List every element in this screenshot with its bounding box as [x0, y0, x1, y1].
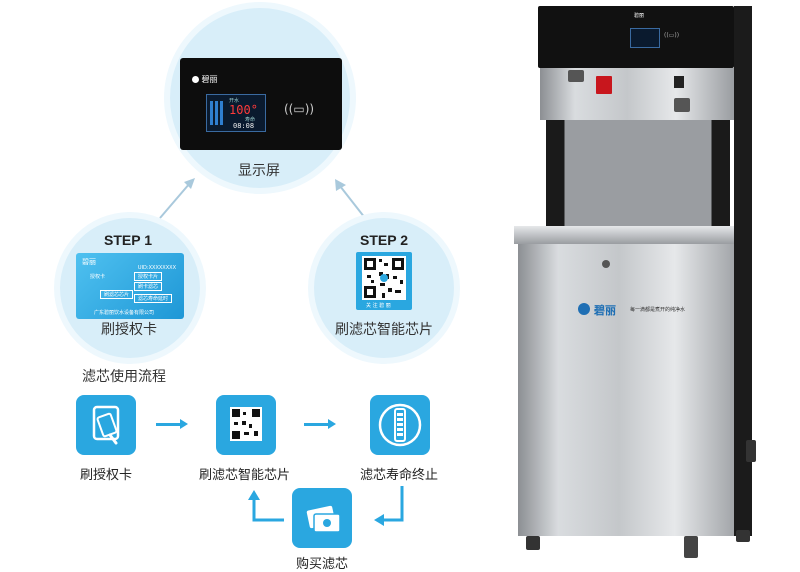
- nfc-icon: ((▭)): [284, 102, 315, 116]
- flow-arrow-1: [156, 419, 188, 429]
- flow-heading: 滤芯使用流程: [82, 369, 166, 385]
- qr-chip-icon: [230, 407, 262, 441]
- card-box-3: 刷滤芯芯片: [100, 290, 134, 299]
- step1-label: 刷授权卡: [101, 322, 157, 338]
- machine-cabinet: 碧丽 每一滴都是煮开的纯净水: [518, 244, 742, 536]
- card-brand: 碧丽: [82, 258, 96, 266]
- machine-foot-right: [736, 530, 750, 542]
- lcd-screen: 开水 100° 寿命 08:08: [206, 94, 266, 132]
- left-tap[interactable]: [568, 70, 584, 82]
- machine-head: 碧丽 ((▭)): [538, 6, 734, 68]
- drain-valve[interactable]: [746, 440, 756, 462]
- cabinet-brand-icon: [578, 303, 590, 315]
- display-panel: 碧丽 开水 100° 寿命 08:08 ((▭)): [180, 58, 342, 150]
- head-brand: 碧丽: [634, 13, 645, 19]
- step2-title: STEP 2: [360, 232, 408, 248]
- cabinet-lock[interactable]: [602, 260, 610, 268]
- water-dispenser: 碧丽 ((▭)) 碧丽 每一滴都是煮开的纯净水: [510, 0, 770, 571]
- lcd-temp: 100°: [229, 103, 258, 117]
- card-swipe-icon: [92, 405, 120, 445]
- flow-tile-lifespan: [370, 395, 430, 455]
- lcd-right-label: 寿命: [245, 117, 256, 123]
- panel-brand-logo: 碧丽: [192, 74, 218, 85]
- machine-foot-mid: [684, 536, 698, 558]
- step1-title: STEP 1: [104, 232, 152, 248]
- cabinet-brand-plate: 碧丽 每一滴都是煮开的纯净水: [578, 300, 724, 320]
- hot-water-button[interactable]: [596, 76, 612, 94]
- flow-label-3: 滤芯寿命终止: [360, 468, 439, 483]
- drip-tray: [514, 226, 746, 244]
- flow-label-4: 购买滤芯: [296, 557, 349, 572]
- card-name: 授权卡: [90, 274, 106, 280]
- head-lcd: [630, 28, 660, 48]
- display-screen-label: 显示屏: [238, 163, 280, 179]
- lcd-time: 08:08: [233, 122, 255, 130]
- card-uid: UID:XXXXXXXX: [137, 265, 176, 271]
- right-tap[interactable]: [674, 98, 690, 112]
- smart-chip-tag: 关 注 碧 丽: [356, 252, 412, 310]
- flow-label-2: 刷滤芯智能芯片: [199, 468, 291, 483]
- battery-level-icon: [378, 403, 422, 447]
- cabinet-brand: 碧丽: [594, 304, 616, 317]
- card-box-4: 滤芯寿命延时: [134, 294, 173, 303]
- flow-arrow-2: [304, 419, 336, 429]
- cabinet-slogan: 每一滴都是煮开的纯净水: [630, 307, 686, 313]
- qr-code-icon: [362, 256, 406, 300]
- flow-tile-card: [76, 395, 136, 455]
- card-footer: 广东碧丽饮水设备有限公司: [94, 310, 155, 316]
- authorization-card: 碧丽 UID:XXXXXXXX 授权卡 授权卡片 刷卡滤芯 刷滤芯芯片 滤芯寿命…: [76, 253, 184, 319]
- right-indicator: [674, 76, 684, 88]
- head-nfc-icon: ((▭)): [664, 32, 680, 39]
- flow-label-1: 刷授权卡: [80, 468, 133, 483]
- flow-tile-buy: [292, 488, 352, 548]
- machine-recess: [546, 120, 730, 226]
- brand-circle-icon: [192, 76, 199, 83]
- machine-side-panel: [734, 6, 752, 536]
- machine-foot-left: [526, 536, 540, 550]
- card-box-2: 刷卡滤芯: [134, 282, 163, 291]
- qr-caption: 关 注 碧 丽: [366, 303, 391, 309]
- lcd-top-label: 开水: [229, 98, 240, 104]
- card-box-1: 授权卡片: [134, 272, 163, 281]
- buy-cards-icon: [306, 505, 341, 533]
- flow-tile-chip: [216, 395, 276, 455]
- lcd-bars: [210, 101, 224, 125]
- step2-label: 刷滤芯智能芯片: [335, 322, 433, 338]
